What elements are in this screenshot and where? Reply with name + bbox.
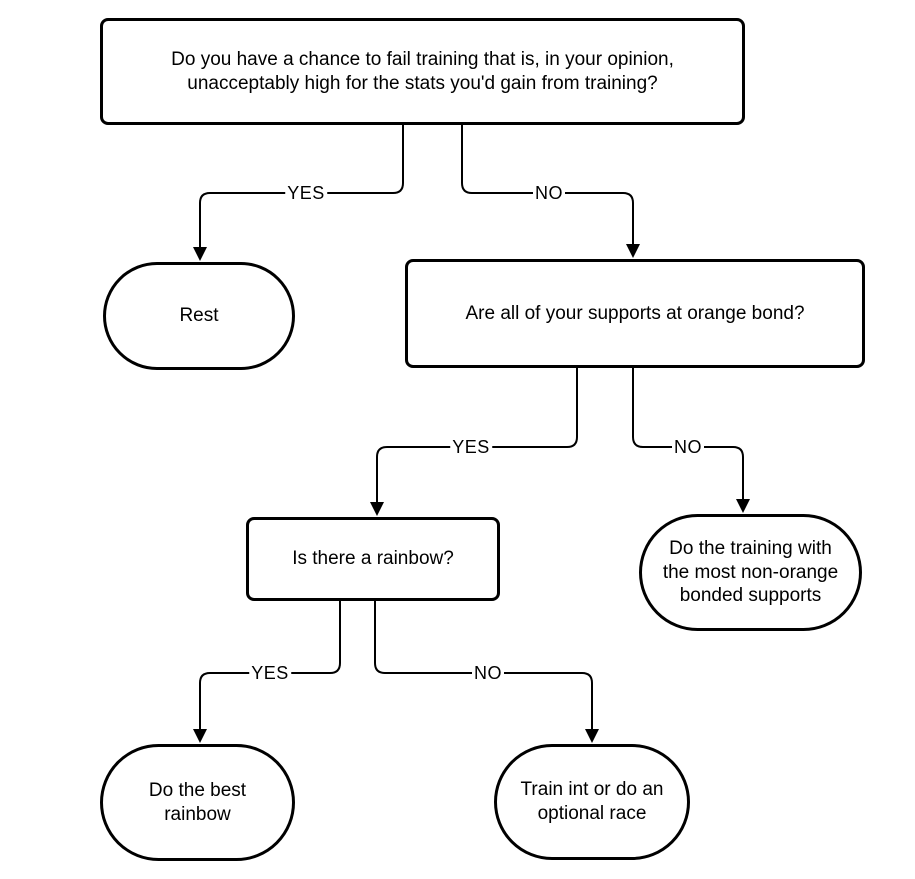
terminal-node-non-orange-training: Do the training with the most non-orange… <box>639 514 862 631</box>
edge-no-to-non-orange-training <box>632 368 750 513</box>
edge-label-no-rainbow: NO <box>472 663 504 683</box>
edge-label-yes-rainbow: YES <box>249 663 291 683</box>
edge-label-no-orange-bond: NO <box>672 437 704 457</box>
edge-label-yes-orange-bond: YES <box>450 437 492 457</box>
edge-yes-to-rainbow <box>370 368 578 516</box>
decision-node-orange-bond: Are all of your supports at orange bond? <box>405 259 865 368</box>
decision-node-fail-chance: Do you have a chance to fail training th… <box>100 18 745 125</box>
edge-label-no-fail-chance: NO <box>533 183 565 203</box>
terminal-node-train-int-or-race: Train int or do an optional race <box>494 744 690 860</box>
decision-node-rainbow: Is there a rainbow? <box>246 517 500 601</box>
edge-label-yes-fail-chance: YES <box>285 183 327 203</box>
terminal-node-rest: Rest <box>103 262 295 370</box>
terminal-node-best-rainbow: Do the best rainbow <box>100 744 295 861</box>
